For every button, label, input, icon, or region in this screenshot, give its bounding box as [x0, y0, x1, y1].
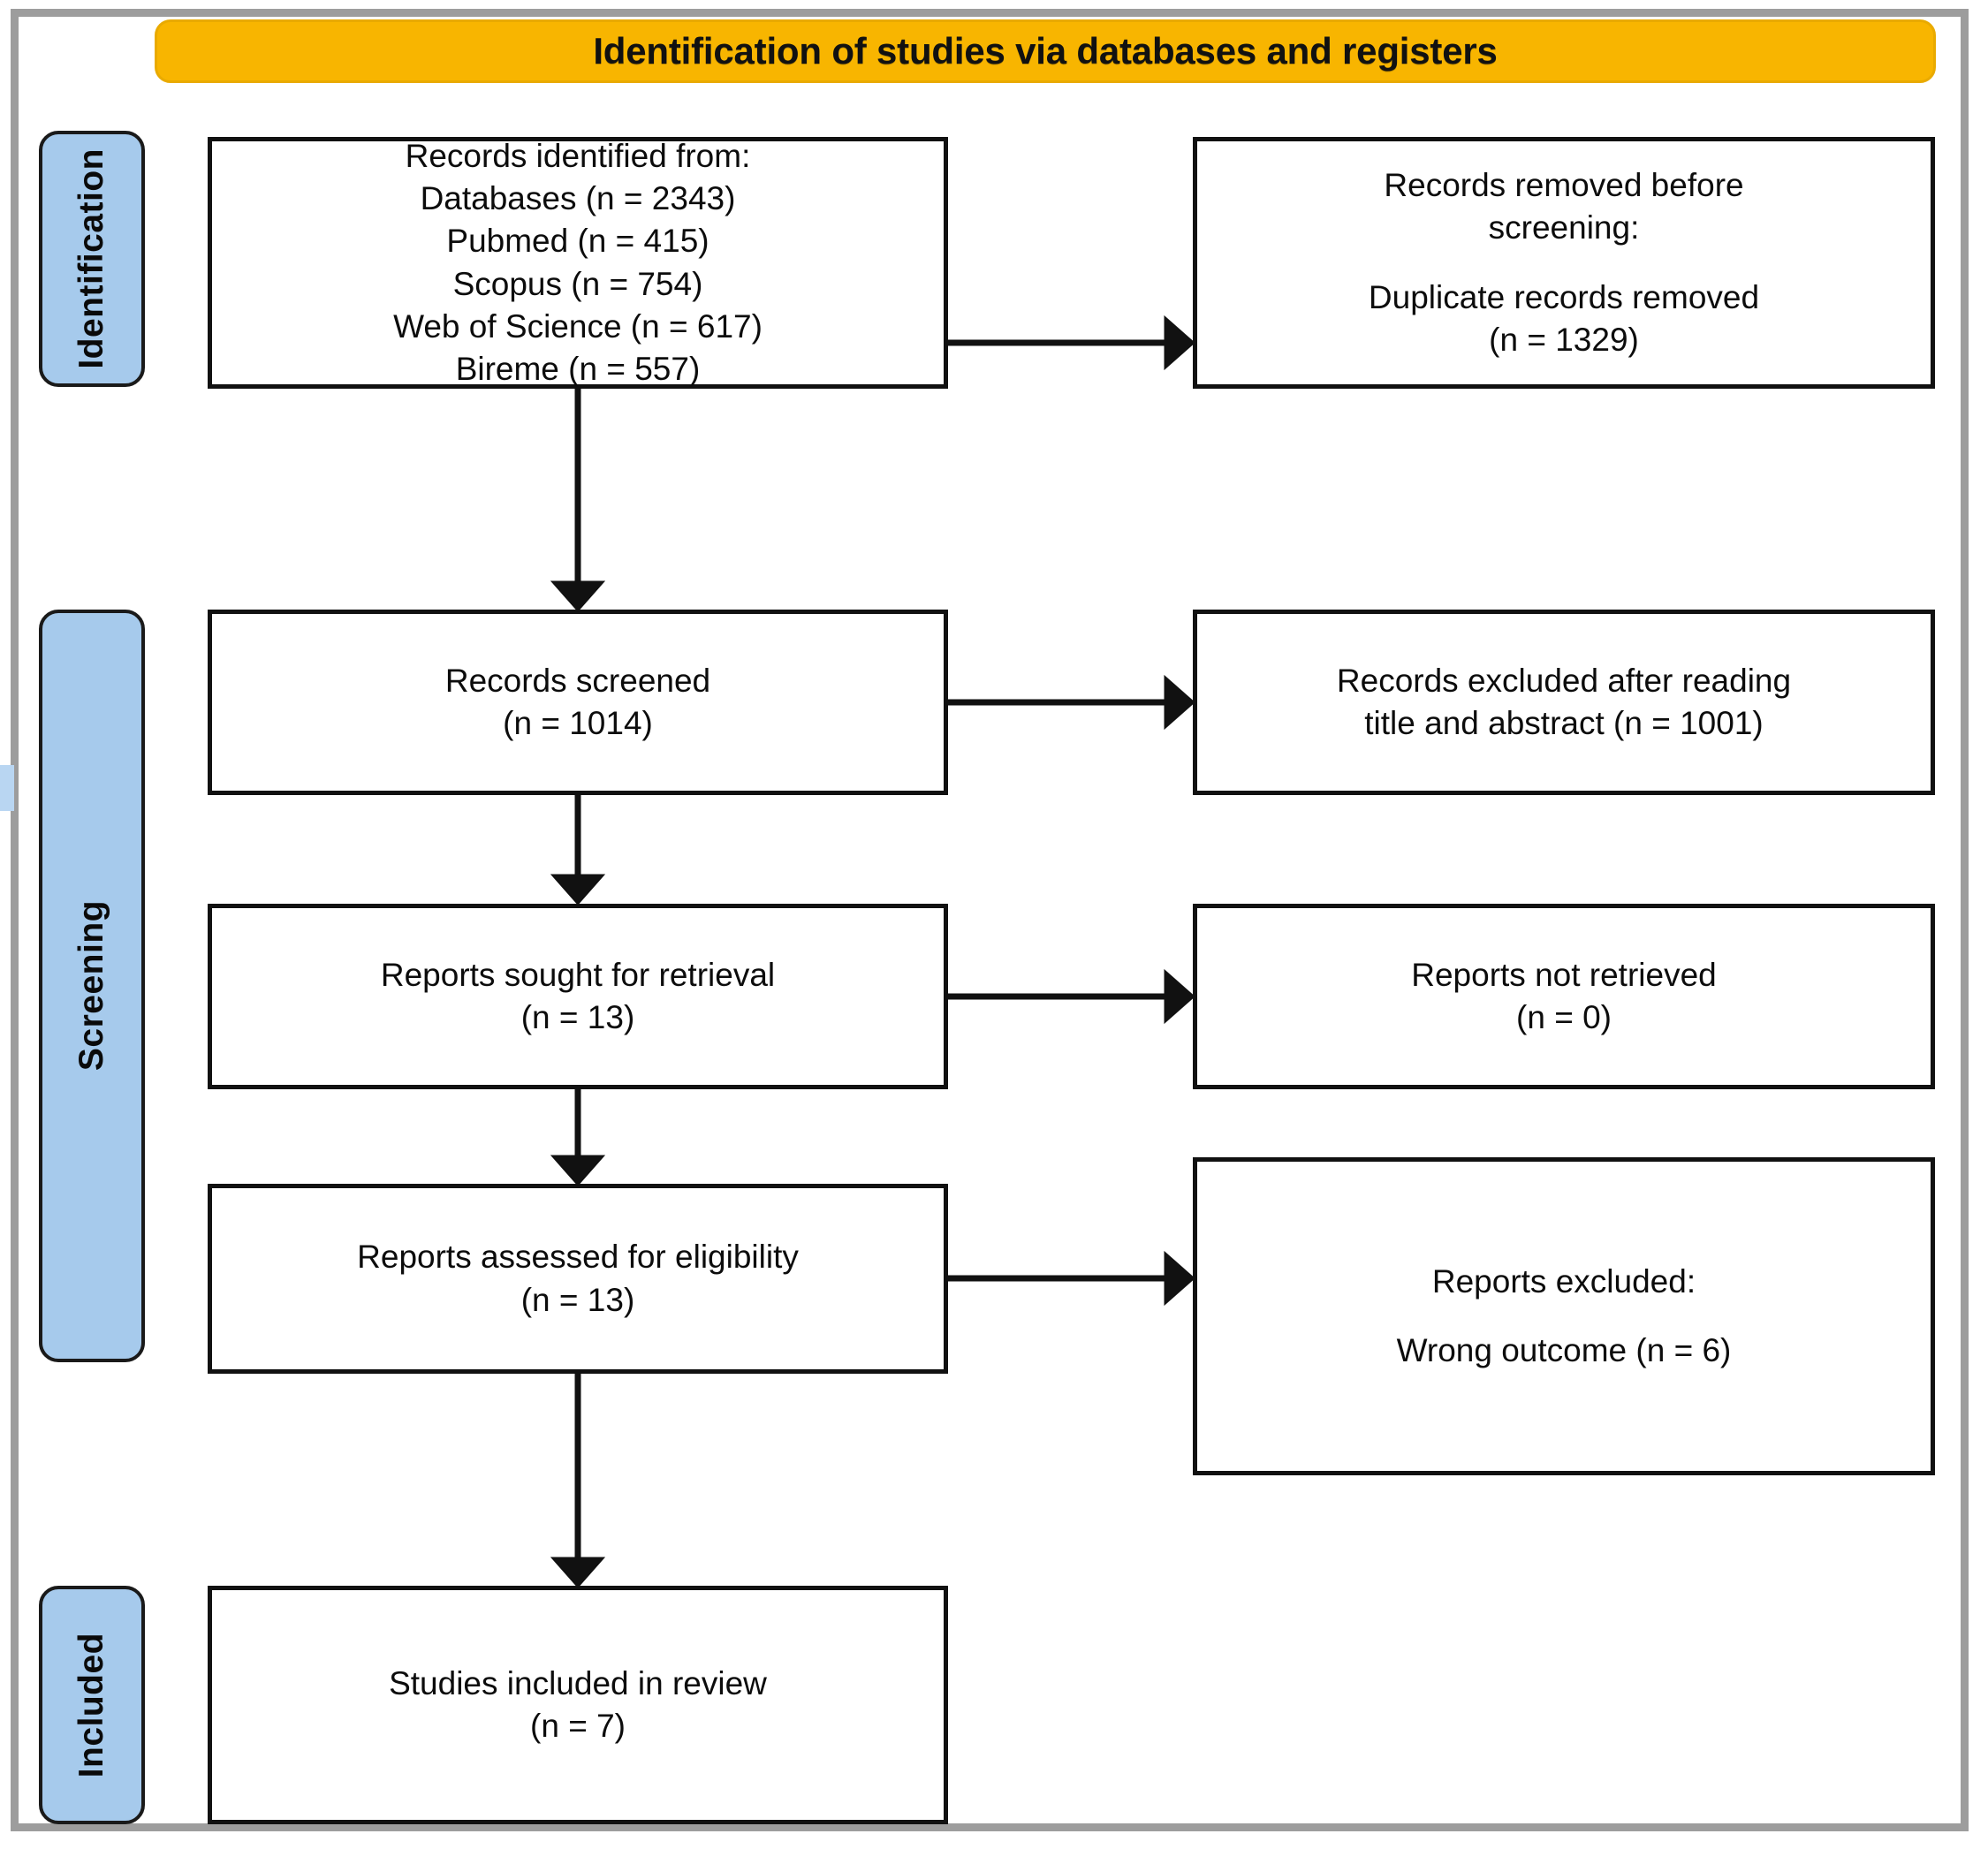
arrow-identified-to-removed [947, 314, 1195, 371]
node-records-screened-line1: Records screened [444, 662, 711, 699]
source-scopus: Scopus (n = 754) [452, 265, 703, 302]
node-records-removed-line3: Duplicate records removed [1368, 278, 1760, 315]
source-pubmed: Pubmed (n = 415) [446, 223, 709, 260]
node-reports-assessed-count: (n = 13) [520, 1281, 635, 1318]
node-records-screened: Records screened (n = 1014) [208, 610, 948, 795]
node-records-excluded-title-abstract: Records excluded after reading title and… [1193, 610, 1935, 795]
node-records-removed-line1: Records removed before [1384, 167, 1744, 204]
edge-artifact [0, 765, 14, 811]
arrow-sought-to-assessed [550, 1089, 606, 1186]
node-records-removed-line2: screening: [1488, 209, 1640, 246]
node-reports-assessed-line1: Reports assessed for eligibility [357, 1239, 799, 1276]
page-title: Identification of studies via databases … [593, 30, 1498, 72]
arrow-screened-to-sought [550, 795, 606, 906]
source-web-of-science: Web of Science (n = 617) [393, 307, 763, 345]
node-studies-included-count: (n = 7) [530, 1708, 626, 1744]
arrow-assessed-to-included [550, 1374, 606, 1588]
arrow-screened-to-excluded [947, 674, 1195, 731]
node-reports-sought-line1: Reports sought for retrieval [380, 956, 776, 993]
stage-label-included: Included [39, 1586, 145, 1824]
node-reports-not-retrieved: Reports not retrieved (n = 0) [1193, 904, 1935, 1089]
node-reports-not-retrieved-count: (n = 0) [1516, 999, 1612, 1035]
arrow-identified-to-screened [550, 389, 606, 612]
node-records-identified: Records identified from: Databases (n = … [208, 137, 948, 389]
source-bireme: Bireme (n = 557) [455, 350, 701, 387]
node-reports-sought: Reports sought for retrieval (n = 13) [208, 904, 948, 1089]
node-records-excluded-line1: Records excluded after reading [1336, 662, 1792, 699]
node-records-excluded-line2: title and abstract (n = 1001) [1364, 705, 1764, 741]
source-databases: Databases (n = 2343) [420, 180, 736, 217]
node-records-identified-heading: Records identified from: [405, 138, 751, 175]
arrow-sought-to-not-retrieved [947, 968, 1195, 1025]
node-studies-included-line1: Studies included in review [389, 1664, 767, 1701]
node-records-screened-count: (n = 1014) [503, 705, 653, 741]
stage-label-screening: Screening [39, 610, 145, 1362]
node-studies-included: Studies included in review (n = 7) [208, 1586, 948, 1824]
node-records-removed: Records removed before screening: Duplic… [1193, 137, 1935, 389]
node-reports-excluded: Reports excluded: Wrong outcome (n = 6) [1193, 1157, 1935, 1475]
node-reports-sought-count: (n = 13) [520, 999, 635, 1035]
arrow-assessed-to-reports-excluded [947, 1250, 1195, 1307]
stage-label-identification: Identification [39, 131, 145, 387]
node-records-removed-count: (n = 1329) [1489, 321, 1639, 358]
node-reports-excluded-reason: Wrong outcome (n = 6) [1396, 1332, 1732, 1368]
node-reports-excluded-heading: Reports excluded: [1431, 1262, 1696, 1300]
node-reports-not-retrieved-line1: Reports not retrieved [1411, 956, 1717, 993]
diagram-title-banner: Identification of studies via databases … [155, 19, 1936, 83]
